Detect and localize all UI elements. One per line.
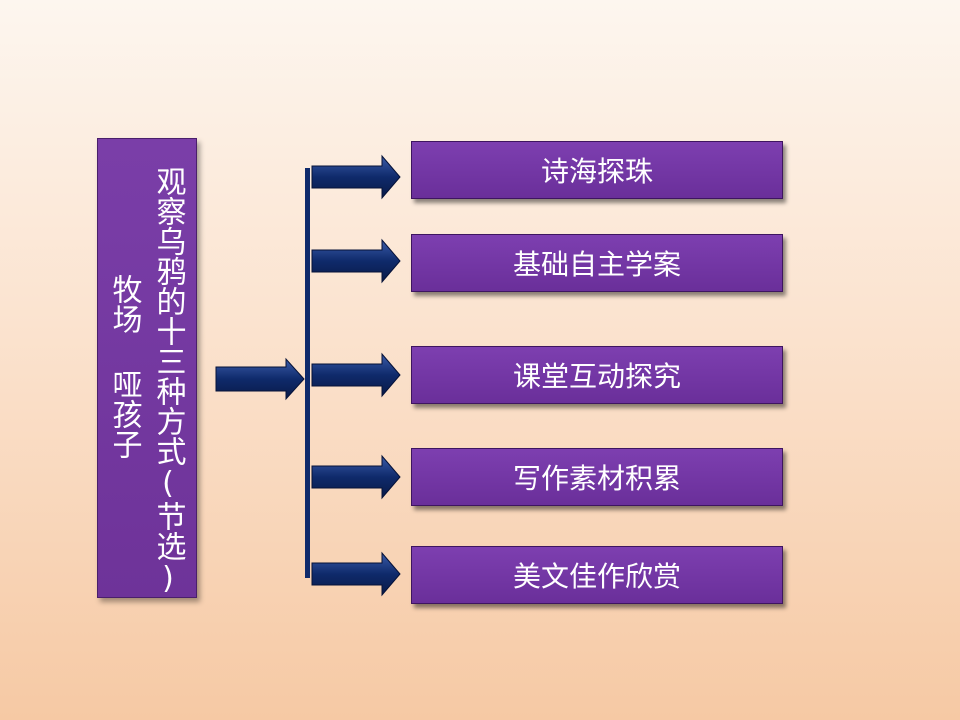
lesson-title: 观察乌鸦的十三种方式(节选) (150, 166, 186, 596)
menu-item-label: 写作素材积累 (512, 462, 681, 495)
menu-item-poem-exploration[interactable]: 诗海探珠 (411, 141, 783, 199)
main-arrow (215, 357, 305, 401)
menu-item-writing-material[interactable]: 写作素材积累 (411, 448, 783, 506)
branch-arrow-5 (311, 551, 401, 597)
menu-item-label: 诗海探珠 (540, 155, 653, 188)
menu-item-label: 美文佳作欣赏 (512, 560, 681, 593)
branch-arrow-2 (311, 238, 401, 284)
menu-item-self-study[interactable]: 基础自主学案 (411, 234, 783, 292)
branch-arrow-1 (311, 154, 401, 200)
menu-item-essay-appreciation[interactable]: 美文佳作欣赏 (411, 546, 783, 604)
title-panel (97, 138, 197, 598)
menu-item-classroom-inquiry[interactable]: 课堂互动探究 (411, 346, 783, 404)
branch-arrow-4 (311, 454, 401, 500)
menu-item-label: 课堂互动探究 (512, 360, 681, 393)
lesson-author: 牧场 哑孩子 (106, 274, 142, 459)
trunk-line (305, 168, 310, 578)
menu-item-label: 基础自主学案 (512, 248, 681, 281)
branch-arrow-3 (311, 352, 401, 398)
